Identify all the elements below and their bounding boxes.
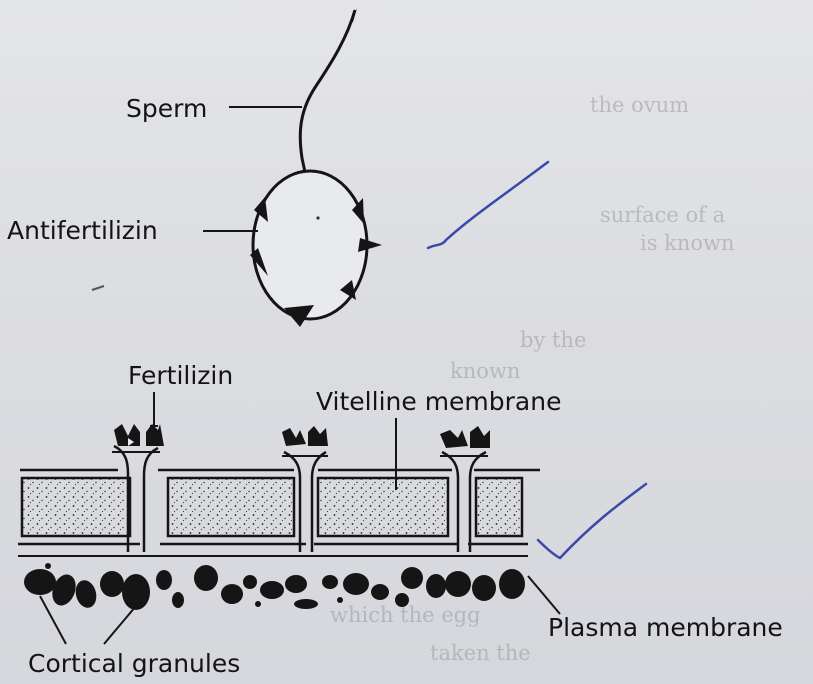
stray-mark xyxy=(92,286,104,290)
fertilizin-cap xyxy=(114,424,164,446)
svg-text:taken the: taken the xyxy=(430,641,531,665)
vitelline-block xyxy=(22,478,130,536)
cortical-granules-label: Cortical granules xyxy=(28,649,240,678)
cortical-granules-leader-line xyxy=(104,606,136,644)
fertilizin-label: Fertilizin xyxy=(128,361,233,390)
plasma-membrane-label: Plasma membrane xyxy=(548,613,783,642)
svg-text:surface of a: surface of a xyxy=(600,203,725,227)
fertilizin-cap xyxy=(282,426,328,446)
fertilizin-cap xyxy=(440,426,490,448)
vitelline-block xyxy=(318,478,448,536)
antifertilizin-receptor xyxy=(358,238,382,252)
sperm-head xyxy=(253,171,367,319)
svg-text:is known: is known xyxy=(640,231,735,255)
sperm-label: Sperm xyxy=(126,94,207,123)
pen-check-mark xyxy=(428,162,548,248)
plasma-membrane-leader-line xyxy=(528,576,560,614)
sperm-cell xyxy=(250,8,382,327)
svg-text:known: known xyxy=(450,359,520,383)
vitelline-block xyxy=(476,478,522,536)
vitelline-block xyxy=(168,478,294,536)
vitelline-membrane-label: Vitelline membrane xyxy=(316,387,561,416)
svg-text:by the: by the xyxy=(520,328,586,352)
bleed-through-text: the ovum surface of a is known by the kn… xyxy=(330,93,735,665)
antifertilizin-label: Antifertilizin xyxy=(7,216,158,245)
vitelline-layer xyxy=(18,470,540,556)
svg-text:the ovum: the ovum xyxy=(590,93,689,117)
svg-text:which the egg: which the egg xyxy=(330,603,481,627)
pen-check-mark xyxy=(538,484,646,558)
